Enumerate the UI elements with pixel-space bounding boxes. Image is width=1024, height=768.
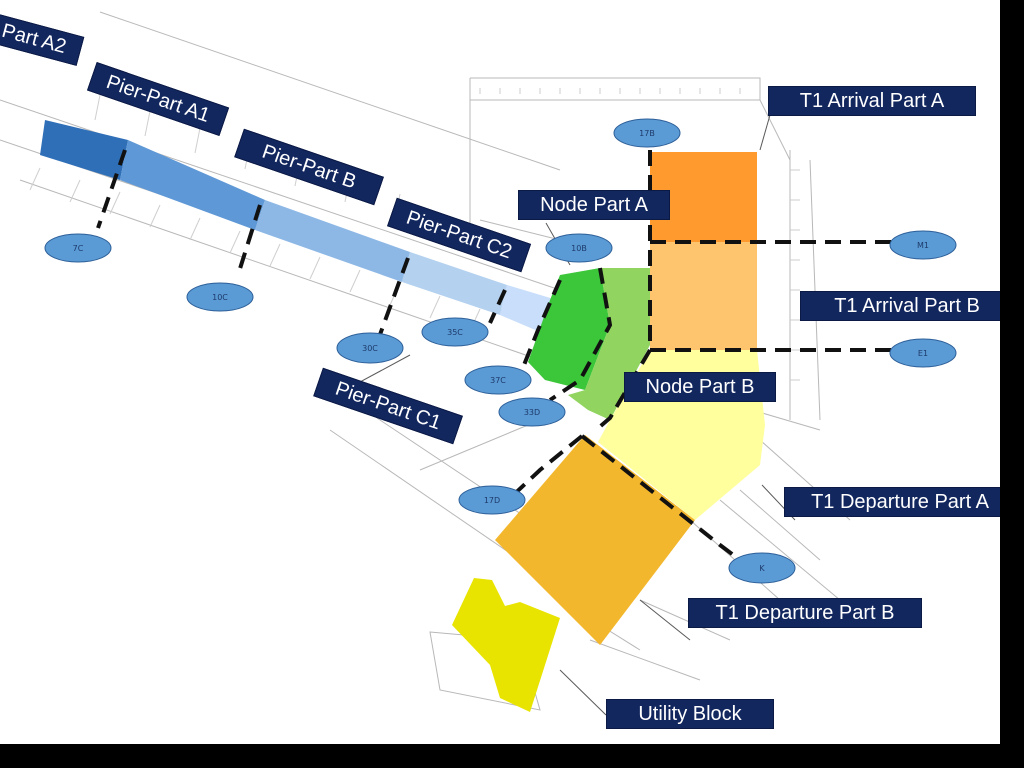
ruler-ticks [479, 88, 800, 381]
marker-17b [613, 118, 681, 148]
marker-37c-text: 37C [490, 376, 506, 385]
marker-17b-text: 17B [639, 129, 655, 138]
marker-k [728, 552, 796, 584]
pier-part-c1-zone [500, 285, 557, 332]
marker-10b [545, 233, 613, 263]
marker-30c [336, 332, 404, 364]
marker-37c [464, 365, 532, 395]
marker-10c-text: 10C [212, 293, 228, 302]
marker-k-text: K [759, 564, 765, 573]
node-part-b-label: Node Part B [624, 372, 776, 403]
pier-part-a2-zone [40, 120, 128, 180]
gate-markers [44, 118, 957, 584]
node-part-a-label: Node Part A [518, 190, 670, 221]
marker-33d [498, 397, 566, 427]
frame-border-right [1000, 0, 1024, 768]
t1-arrival-part-b-label: T1 Arrival Part B [800, 291, 1014, 322]
marker-m1 [889, 230, 957, 260]
frame-border-bottom [0, 744, 1000, 768]
node-part-a-zone [528, 268, 610, 390]
marker-e1 [889, 338, 957, 368]
pier-part-a1-zone [120, 140, 265, 230]
marker-33d-text: 33D [524, 408, 540, 417]
t1-arrival-part-b-zone [650, 242, 757, 350]
marker-10c [186, 282, 254, 312]
utility-block-zone [452, 578, 560, 712]
marker-17d [458, 485, 526, 515]
marker-35c-text: 35C [447, 328, 463, 337]
marker-e1-text: E1 [918, 349, 928, 358]
marker-7c-text: 7C [73, 244, 84, 253]
gate-marker-texts: 7C 10C 30C 35C 37C 33D 17D 10B 17B M1 E1… [73, 129, 929, 573]
marker-17d-text: 17D [484, 496, 500, 505]
marker-10b-text: 10B [571, 244, 587, 253]
t1-departure-part-b-label: T1 Departure Part B [688, 598, 922, 629]
marker-m1-text: M1 [917, 241, 929, 250]
pier-part-c2-zone [402, 252, 507, 315]
pier-part-b-zone [255, 200, 410, 282]
t1-arrival-part-a-label: T1 Arrival Part A [768, 86, 976, 117]
boundary-lines [96, 149, 895, 562]
marker-35c [421, 317, 489, 347]
t1-departure-part-a-label: T1 Departure Part A [784, 487, 1016, 518]
marker-30c-text: 30C [362, 344, 378, 353]
utility-block-label: Utility Block [606, 699, 774, 730]
marker-7c [44, 233, 112, 263]
